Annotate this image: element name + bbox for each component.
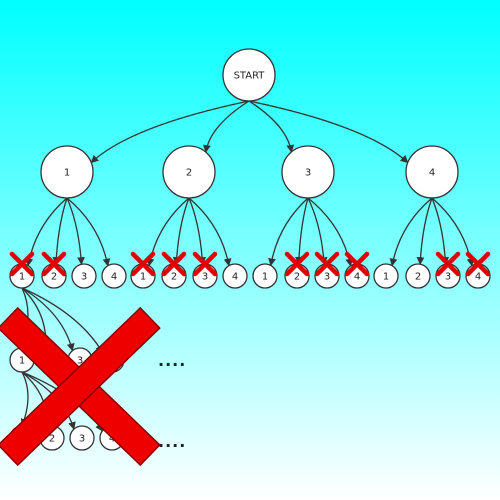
node-l2-2: 2 <box>41 263 67 289</box>
node-l1-3-label: 3 <box>305 168 311 179</box>
node-l2-14-circle <box>405 263 431 289</box>
red-x-icon <box>161 251 187 277</box>
edge-start-3 <box>248 100 295 153</box>
node-l2-7: 3 <box>192 263 218 289</box>
node-start: START <box>222 48 276 102</box>
node-l2-11-label: 3 <box>324 272 330 283</box>
node-l2-11: 3 <box>314 263 340 289</box>
node-l2-12: 4 <box>344 263 370 289</box>
node-l2-13: 1 <box>373 263 399 289</box>
node-l2-6: 2 <box>161 263 187 289</box>
node-l1-2: 2 <box>162 145 216 199</box>
edge-start-2 <box>203 100 250 153</box>
node-l2-12-label: 4 <box>354 272 360 283</box>
node-l1-3-circle <box>281 145 335 199</box>
node-l2-3-circle <box>71 263 97 289</box>
node-l2-4-label: 4 <box>111 272 117 283</box>
large-red-x-icon <box>0 306 161 467</box>
node-l4-2-label: 2 <box>49 434 55 445</box>
node-l2-6-label: 2 <box>171 272 177 283</box>
ellipsis-level3: .... <box>158 351 186 370</box>
red-x-icon <box>435 251 461 277</box>
edge-start-4 <box>248 100 409 164</box>
node-l2-9-label: 1 <box>262 272 268 283</box>
node-l2-8-circle <box>222 263 248 289</box>
node-l2-14-label: 2 <box>415 272 421 283</box>
node-l1-2-label: 2 <box>186 168 192 179</box>
red-x-icon <box>192 251 218 277</box>
edge-start-1 <box>90 100 250 164</box>
red-x-icon <box>41 251 67 277</box>
node-l4-4-label: 4 <box>109 434 115 445</box>
node-l3-3-label: 3 <box>77 356 83 367</box>
edge-l1-2-to-l2-4 <box>188 197 232 267</box>
node-l2-5-label: 1 <box>140 272 146 283</box>
node-l2-3: 3 <box>71 263 97 289</box>
edge-l1-3-to-l2-3 <box>307 197 328 266</box>
red-x-icon <box>465 251 491 277</box>
edge-l1-4-to-l2-3 <box>431 197 450 266</box>
node-l2-9: 1 <box>252 263 278 289</box>
node-l2-9-circle <box>252 263 278 289</box>
node-l1-4: 4 <box>405 145 459 199</box>
red-x-icon <box>314 251 340 277</box>
node-l2-16: 4 <box>465 263 491 289</box>
node-l2-1-label: 1 <box>19 272 25 283</box>
edge-l1-3-to-l2-4 <box>307 197 354 267</box>
node-l2-1: 1 <box>9 263 35 289</box>
node-l2-15: 3 <box>435 263 461 289</box>
node-l2-3-label: 3 <box>81 272 87 283</box>
edge-l1-1-to-l2-2 <box>52 197 68 265</box>
node-l2-10: 2 <box>284 263 310 289</box>
crosses <box>9 251 491 277</box>
node-l2-10-label: 2 <box>294 272 300 283</box>
node-l1-3: 3 <box>281 145 335 199</box>
node-l1-1-circle <box>40 145 94 199</box>
node-l1-4-circle <box>405 145 459 199</box>
edge-l1-2-to-l2-2 <box>172 197 190 265</box>
node-start-circle <box>222 48 276 102</box>
edge-l1-4-to-l2-2 <box>416 197 433 265</box>
node-l2-14: 2 <box>405 263 431 289</box>
node-l3-1-label: 1 <box>19 356 25 367</box>
node-l2-16-label: 4 <box>475 272 481 283</box>
node-l4-3-label: 3 <box>79 434 85 445</box>
node-l2-8-label: 4 <box>232 272 238 283</box>
red-x-icon <box>9 251 35 277</box>
node-l2-7-label: 3 <box>202 272 208 283</box>
red-x-icon <box>284 251 310 277</box>
node-start-label: START <box>234 71 266 82</box>
node-l2-4: 4 <box>101 263 127 289</box>
node-l2-13-label: 1 <box>383 272 389 283</box>
node-l2-2-label: 2 <box>51 272 57 283</box>
node-l1-4-label: 4 <box>429 168 435 179</box>
edge-l1-3-to-l2-2 <box>295 197 309 265</box>
edge-l1-3-to-l2-1 <box>268 197 309 267</box>
edge-l2-1-to-l3-4 <box>21 287 104 354</box>
node-l2-4-circle <box>101 263 127 289</box>
node-l1-1: 1 <box>40 145 94 199</box>
node-l2-8: 4 <box>222 263 248 289</box>
nodes: START1234123412341234123412341234 <box>9 48 491 451</box>
edge-l1-1-to-l2-3 <box>66 197 85 266</box>
edge-l2-1-to-l3-3 <box>21 287 75 352</box>
node-l1-2-circle <box>162 145 216 199</box>
red-x-icon <box>344 251 370 277</box>
red-x-icon <box>130 251 156 277</box>
ellipsis-level4: .... <box>158 432 186 451</box>
node-l1-1-label: 1 <box>64 168 70 179</box>
edge-l1-1-to-l2-4 <box>66 197 111 267</box>
node-l4-3: 3 <box>69 425 95 451</box>
edge-l1-4-to-l2-1 <box>389 197 433 267</box>
node-l2-15-label: 3 <box>445 272 451 283</box>
node-l2-13-circle <box>373 263 399 289</box>
node-l4-3-circle <box>69 425 95 451</box>
edge-l1-2-to-l2-3 <box>188 197 207 266</box>
node-l2-5: 1 <box>130 263 156 289</box>
